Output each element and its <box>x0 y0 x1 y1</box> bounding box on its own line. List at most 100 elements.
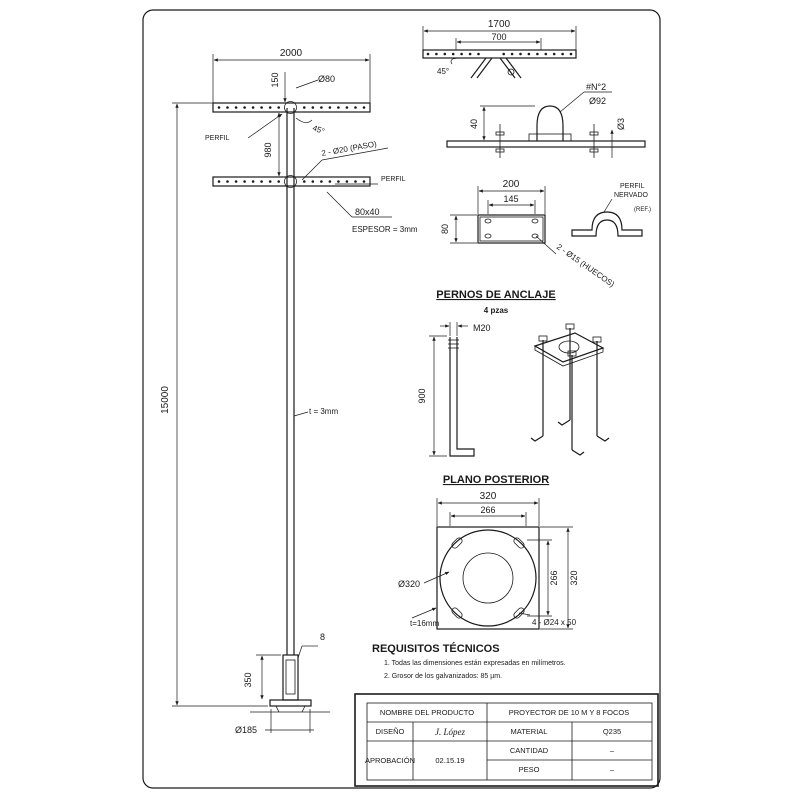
crossarm-angle: 45° <box>437 67 449 76</box>
tb-product-label: NOMBRE DEL PRODUCTO <box>380 708 474 717</box>
clamp-dia: Ø92 <box>589 96 606 106</box>
bracket-width: 200 <box>503 179 520 190</box>
tb-material: Q235 <box>603 727 621 736</box>
clamp-height: 40 <box>469 119 479 129</box>
bracket-height: 80 <box>440 224 450 234</box>
arm-hole <box>544 52 548 56</box>
arm-hole <box>328 106 332 109</box>
arm-hole <box>569 52 573 56</box>
arm-hole <box>502 52 506 56</box>
anchor-title: PERNOS DE ANCLAJE <box>436 289 555 301</box>
clamp-bolt: Ø3 <box>616 118 626 130</box>
label-perfil-upper: PERFIL <box>205 135 230 142</box>
requirement-2: 2. Grosor de los galvanizados: 85 µm. <box>384 673 502 680</box>
base-plate-detail: PLANO POSTERIOR 320 266 266 320 Ø320 <box>398 474 579 630</box>
base-thickness: t=16mm <box>410 619 439 628</box>
tb-design-label: DISEÑO <box>376 727 405 736</box>
arm-hole <box>251 180 255 183</box>
arm-hole <box>345 106 349 109</box>
arm-hole <box>217 180 221 183</box>
upper-arm-holes <box>217 106 366 109</box>
arm-hole <box>362 106 366 109</box>
arm-hole <box>268 106 272 109</box>
profile-label-2: NERVADO <box>614 192 649 199</box>
clamp-detail: 40 Ø3 #N°2 Ø92 <box>446 82 646 158</box>
arm-hole <box>510 52 514 56</box>
arm-hole <box>345 180 349 183</box>
tb-product-name: PROYECTOR DE 10 M Y 8 FOCOS <box>509 708 629 717</box>
tb-material-label: MATERIAL <box>511 727 548 736</box>
arm-hole <box>328 180 332 183</box>
base-inner: 266 <box>480 505 495 515</box>
tb-designer: J. López <box>435 727 465 737</box>
anchor-count: 4 pzas <box>484 306 509 315</box>
dim-arm-spacing: 980 <box>263 142 273 157</box>
arm-hole <box>519 52 522 56</box>
arm-hole <box>354 106 357 109</box>
section-size: 80x40 <box>355 207 380 217</box>
label-perfil-lower: PERFIL <box>381 176 406 183</box>
arm-hole <box>460 52 463 56</box>
sheet-frame <box>142 9 661 789</box>
bracket-holes-note: 2 - Ø15 (HUECOS) <box>555 242 617 289</box>
arm-hole <box>468 52 472 56</box>
arm-hole <box>260 180 263 183</box>
arm-hole <box>451 52 455 56</box>
tb-weight-label: PESO <box>519 765 540 774</box>
arm-hole <box>260 106 263 109</box>
dia-base: Ø185 <box>235 725 257 735</box>
arm-hole <box>243 106 246 109</box>
arm-hole <box>311 180 315 183</box>
arm-hole <box>243 180 246 183</box>
lower-arm-holes <box>217 180 366 183</box>
arm-hole <box>234 106 238 109</box>
arm-hole <box>303 106 306 109</box>
espesor-note: ESPESOR = 3mm <box>352 225 418 234</box>
requirements: REQUISITOS TÉCNICOS 1. Todas las dimensi… <box>372 642 566 680</box>
arm-hole <box>320 106 323 109</box>
bracket-hole-spacing: 145 <box>503 194 518 204</box>
arm-hole <box>234 180 238 183</box>
arm-hole <box>226 106 229 109</box>
profile-label-1: PERFIL <box>620 183 645 190</box>
anchor-bolts: PERNOS DE ANCLAJE 4 pzas M20 900 <box>417 289 610 457</box>
clamp-ref: #N°2 <box>586 82 606 92</box>
arm-hole <box>251 106 255 109</box>
arm-hole <box>277 106 281 109</box>
tb-approval-label: APROBACIÓN <box>365 756 415 765</box>
requirement-1: 1. Todas las dimensiones están expresada… <box>384 660 566 667</box>
arm-hole <box>226 180 229 183</box>
arm-hole <box>354 180 357 183</box>
arm-hole <box>536 52 539 56</box>
bracket-detail: 200 145 80 2 - Ø15 (HUECOS) PERFIL NERVA… <box>440 179 651 289</box>
crossarm-detail: 45° 1700 700 <box>422 19 577 79</box>
dim-base-plate: 8 <box>320 632 325 642</box>
dia-top: Ø80 <box>318 74 335 84</box>
arm-hole <box>435 52 438 56</box>
profile-ref: (REF.) <box>634 207 651 213</box>
arm-hole <box>561 52 564 56</box>
bolt-cage-rods <box>530 323 610 456</box>
arm-hole <box>303 180 306 183</box>
dim-base-height: 350 <box>243 672 253 687</box>
base-side-outer: 320 <box>569 570 579 585</box>
arm-hole <box>311 106 315 109</box>
base-outer: 320 <box>480 491 497 502</box>
dim-height: 15000 <box>160 386 171 414</box>
arm-hole <box>426 52 430 56</box>
requirements-title: REQUISITOS TÉCNICOS <box>372 642 500 655</box>
arm-hole <box>217 106 221 109</box>
arm-hole <box>477 52 480 56</box>
crossarm-center: 700 <box>491 32 506 42</box>
arm-hole <box>268 180 272 183</box>
dim-top-offset: 150 <box>270 72 280 87</box>
base-slots: 4 - Ø24 x 50 <box>532 618 577 627</box>
base-dia: Ø320 <box>398 579 420 589</box>
tb-quantity: – <box>610 746 615 755</box>
arm-hole <box>552 52 556 56</box>
base-side-inner: 266 <box>549 570 559 585</box>
crossarm-total: 1700 <box>488 19 511 30</box>
tb-quantity-label: CANTIDAD <box>510 746 549 755</box>
tb-weight: – <box>610 765 615 774</box>
